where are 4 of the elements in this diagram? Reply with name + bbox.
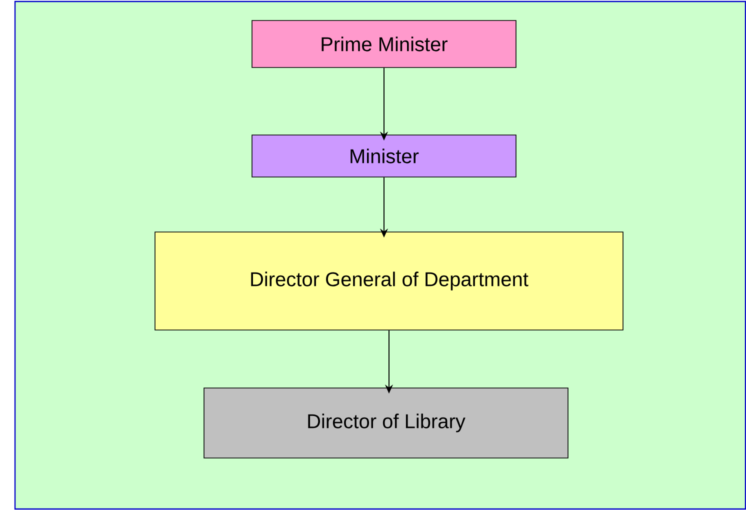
org-box: Director General of Department [154, 232, 624, 330]
org-box: Director of Library [204, 388, 568, 458]
org-box: Prime Minister [252, 20, 516, 68]
org-box: Minister [252, 134, 516, 178]
